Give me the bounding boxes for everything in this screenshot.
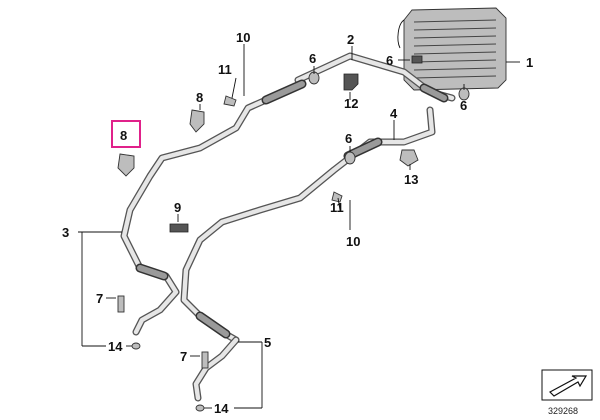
bracket-12[interactable] bbox=[343, 73, 359, 91]
callout-1: 1 bbox=[526, 55, 533, 70]
highlight-box bbox=[111, 120, 141, 148]
callout-10-b: 10 bbox=[346, 234, 360, 249]
oil-line-3[interactable] bbox=[120, 79, 307, 336]
callout-6-c: 6 bbox=[460, 98, 467, 113]
grommet-8[interactable] bbox=[189, 109, 205, 133]
clip-11-a[interactable] bbox=[223, 95, 237, 107]
callout-14-b: 14 bbox=[214, 401, 229, 416]
grommet-8-highlight[interactable] bbox=[117, 153, 135, 177]
callout-6-b: 6 bbox=[386, 53, 393, 68]
callout-3: 3 bbox=[62, 225, 69, 240]
callout-6-d: 6 bbox=[345, 131, 352, 146]
clip-11-b[interactable] bbox=[331, 191, 343, 203]
leader-lines bbox=[78, 44, 520, 409]
arrow-box-icon bbox=[541, 369, 593, 401]
seal-14-a[interactable] bbox=[131, 342, 141, 350]
highlight-label: 8 bbox=[120, 128, 127, 143]
bolt-7-a[interactable] bbox=[117, 295, 125, 313]
callout-4: 4 bbox=[390, 106, 398, 121]
callout-14-a: 14 bbox=[108, 339, 123, 354]
callout-9: 9 bbox=[174, 200, 181, 215]
callout-13: 13 bbox=[404, 172, 418, 187]
oil-cooler[interactable] bbox=[397, 7, 507, 91]
callout-2: 2 bbox=[347, 32, 354, 47]
oil-line-5[interactable] bbox=[192, 336, 240, 402]
oil-line-4[interactable] bbox=[180, 106, 436, 344]
callout-6-a: 6 bbox=[309, 51, 316, 66]
clip-13[interactable] bbox=[399, 149, 419, 167]
bolt-7-b[interactable] bbox=[201, 351, 209, 369]
highlighted-callout[interactable]: 8 bbox=[111, 120, 141, 148]
seal-14-b[interactable] bbox=[195, 404, 205, 412]
callout-10-a: 10 bbox=[236, 30, 250, 45]
hose-clamp-6-c[interactable] bbox=[344, 151, 356, 165]
callout-8: 8 bbox=[196, 90, 203, 105]
diagram-id: 329268 bbox=[548, 406, 578, 416]
callout-7-b: 7 bbox=[180, 349, 187, 364]
screw-6-d[interactable] bbox=[411, 55, 423, 64]
clip-9[interactable] bbox=[169, 223, 189, 233]
callout-7-a: 7 bbox=[96, 291, 103, 306]
callout-11-a: 11 bbox=[218, 62, 232, 77]
callout-11-b: 11 bbox=[330, 200, 344, 215]
callout-5: 5 bbox=[264, 335, 271, 350]
callout-12: 12 bbox=[344, 96, 358, 111]
oil-line-upper[interactable] bbox=[294, 52, 456, 103]
